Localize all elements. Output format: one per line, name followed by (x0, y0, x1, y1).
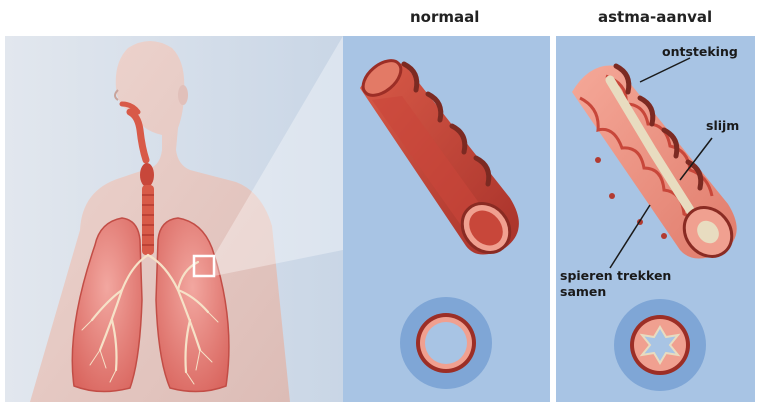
inflammation-label: ontsteking (662, 44, 738, 59)
normal-heading: normaal (410, 8, 479, 26)
mucus-label: slijm (706, 118, 739, 133)
normal-cross-section (400, 297, 492, 389)
muscles-label-line1: spieren trekken (560, 268, 671, 283)
muscles-label-line2: samen (560, 284, 606, 299)
attack-cross-section (614, 299, 706, 391)
attack-heading: astma-aanval (598, 8, 712, 26)
